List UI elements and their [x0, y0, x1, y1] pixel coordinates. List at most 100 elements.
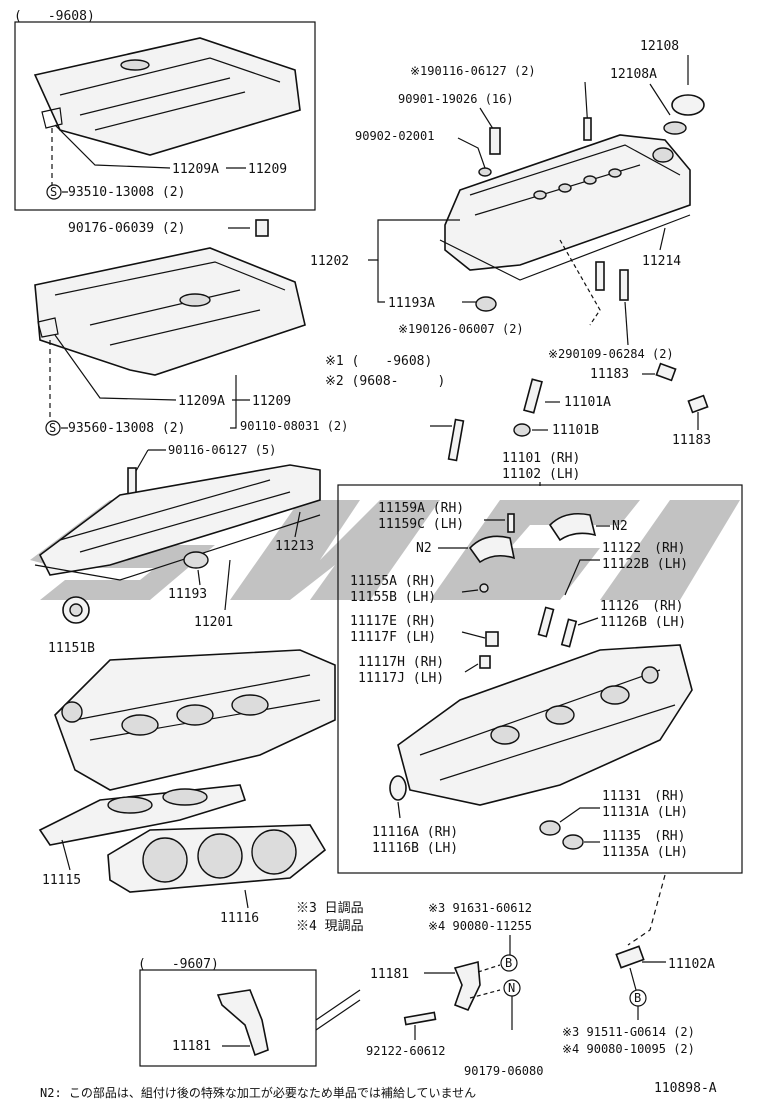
- plug-part-2: [485, 631, 499, 647]
- label-90902-02001: 90902-02001: [355, 129, 434, 143]
- bolt-part-3: [127, 467, 137, 495]
- plug-part: [479, 583, 489, 593]
- label-11151B: 11151B: [48, 641, 95, 656]
- label-93560: 93560-13008 (2): [68, 421, 185, 436]
- label-11135A: 11135A (LH): [602, 845, 688, 860]
- label-n2-b: N2: [416, 541, 432, 556]
- legend-2: ※2 (9608- ): [325, 374, 445, 389]
- plug-part-3: [479, 655, 491, 669]
- diagram-id: 110898-A: [654, 1081, 717, 1096]
- washer-part: [513, 423, 531, 437]
- label-90110: 90110-08031 (2): [240, 419, 348, 433]
- label-11181-inset: 11181: [172, 1039, 211, 1054]
- label-11102: 11102 (LH): [502, 467, 580, 482]
- cam-bolt-part: [523, 378, 543, 414]
- label-90116-06127-5: 90116-06127 (5): [168, 443, 276, 457]
- valve-cover-gasket: [439, 214, 691, 281]
- label-90080-10095: ※4 90080-10095 (2): [562, 1042, 695, 1056]
- label-11201: 11201: [194, 615, 233, 630]
- grommet-part: [489, 127, 501, 155]
- label-190116-06127: ※190116-06127 (2): [410, 64, 536, 78]
- bolt-part-4: [507, 513, 515, 533]
- label-11116: 11116: [220, 911, 259, 926]
- top-box-header: ( -9608): [14, 9, 95, 24]
- label-12108A: 12108A: [610, 67, 657, 82]
- b-symbol-2-text: B: [634, 991, 641, 1005]
- label-11213: 11213: [275, 539, 314, 554]
- label-11131A: 11131A (LH): [602, 805, 688, 820]
- s-symbol-2-text: S: [49, 421, 56, 435]
- engine-cover-upper: [33, 37, 301, 156]
- label-11183-a: 11183: [590, 367, 629, 382]
- oil-cap-part: [671, 94, 705, 116]
- label-11209-2: 11209: [252, 394, 291, 409]
- label-11193A: 11193A: [388, 296, 435, 311]
- label-11193: 11193: [168, 587, 207, 602]
- label-290109: ※290109-06284 (2): [548, 347, 674, 361]
- top-cover-group-box: [14, 21, 316, 211]
- inset-header: ( -9607): [138, 957, 219, 972]
- label-11135: 11135 (RH): [602, 829, 685, 844]
- label-11126: 11126 (RH): [600, 599, 683, 614]
- s-symbol-2: [45, 420, 61, 436]
- stud-part-2: [619, 269, 629, 301]
- sensor-part: [615, 945, 645, 969]
- label-11101A: 11101A: [564, 395, 611, 410]
- head-gasket-11116: [107, 824, 327, 893]
- label-11209A-1: 11209A: [172, 162, 219, 177]
- bracket-part-inset: [216, 989, 269, 1057]
- label-11155A: 11155A (RH): [350, 574, 436, 589]
- label-11117H: 11117H (RH): [358, 655, 444, 670]
- label-11159A: 11159A (RH): [378, 501, 464, 516]
- label-92122: 92122-60612: [366, 1044, 445, 1058]
- camshaft-cover-gasket: [34, 514, 321, 581]
- bracket-inset-box: [139, 969, 317, 1067]
- note-4: ※4 現調品: [296, 919, 364, 934]
- key-part-1: [655, 362, 677, 382]
- valve-guide-part-2: [560, 618, 578, 648]
- key-part-2: [687, 394, 709, 414]
- legend-1: ※1 ( -9608): [325, 354, 432, 369]
- head-gasket-11115: [38, 784, 247, 846]
- label-11181-main: 11181: [370, 967, 409, 982]
- label-11102A: 11102A: [668, 957, 715, 972]
- seal-part-11131: [539, 820, 561, 836]
- b-symbol-1-text: B: [505, 956, 512, 970]
- oil-cap-gasket: [663, 121, 687, 135]
- label-11115: 11115: [42, 873, 81, 888]
- bolt-part-2: [447, 418, 465, 462]
- label-11209-1: 11209: [248, 162, 287, 177]
- label-12108: 12108: [640, 39, 679, 54]
- seal-part-11135: [562, 834, 584, 850]
- stud-part-3: [403, 1011, 437, 1026]
- label-11122: 11122 (RH): [602, 541, 685, 556]
- label-11131: 11131 (RH): [602, 789, 685, 804]
- label-11117J: 11117J (LH): [358, 671, 444, 686]
- oring-part: [183, 551, 209, 569]
- bracket-part-main: [453, 960, 481, 1012]
- label-90179: 90179-06080: [464, 1064, 543, 1078]
- s-symbol-1-text: S: [50, 185, 57, 199]
- b-symbol-1: [500, 954, 518, 972]
- plug-part-4: [389, 775, 407, 801]
- valve-cover: [444, 134, 691, 271]
- footnote: N2: この部品は、組付け後の特殊な加工が必要なため単品では補給していません: [40, 1085, 476, 1100]
- cam-cap-part-1: [548, 512, 597, 542]
- n-symbol-text: N: [508, 981, 515, 995]
- label-93510: 93510-13008 (2): [68, 185, 185, 200]
- cylinder-head-right: [397, 644, 693, 806]
- bolt-part-1: [583, 117, 592, 141]
- label-190126: ※190126-06007 (2): [398, 322, 524, 336]
- label-11202: 11202: [310, 254, 349, 269]
- label-90176: 90176-06039 (2): [68, 221, 185, 236]
- label-11101B: 11101B: [552, 423, 599, 438]
- label-11117F: 11117F (LH): [350, 630, 436, 645]
- stud-part-1: [595, 261, 605, 291]
- label-11159C: 11159C (LH): [378, 517, 464, 532]
- label-n2-a: N2: [612, 519, 628, 534]
- s-symbol-1: [46, 184, 62, 200]
- label-11101: 11101 (RH): [502, 451, 580, 466]
- label-11209A-2: 11209A: [178, 394, 225, 409]
